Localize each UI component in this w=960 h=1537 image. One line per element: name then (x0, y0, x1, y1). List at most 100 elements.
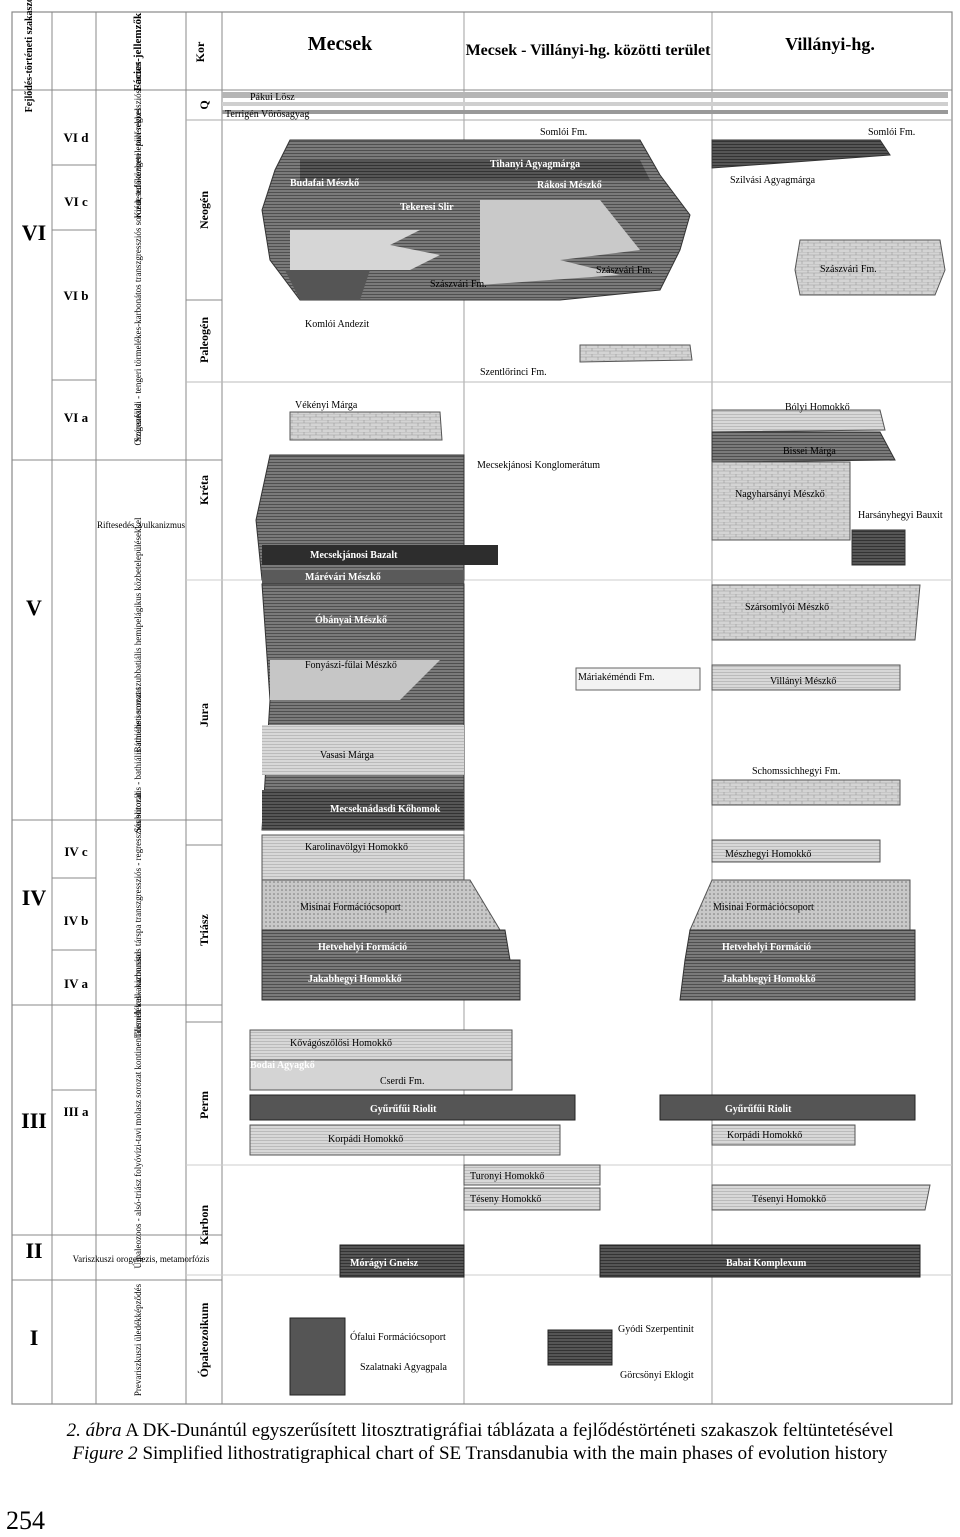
facies-label: Bathiális sorozat szubbatiális hemipelág… (133, 517, 143, 752)
subphase-column: VI d VI c VI b VI a IV c IV b IV a III a (64, 130, 90, 1119)
caption-hu-text: A DK-Dunántúl egyszerűsített litosztrati… (121, 1420, 894, 1441)
unit-label: Budafai Mészkő (290, 178, 359, 189)
age-label: Neogén (197, 191, 211, 229)
header-phase-label: Fejlődés-történeti szakaszok (24, 0, 35, 112)
age-label: Kréta (197, 475, 211, 505)
unit-label: Márévári Mészkő (305, 572, 381, 583)
table-header: Fejlődés-történeti szakaszok Fácies-jell… (24, 0, 875, 112)
unit-body (261, 959, 521, 1001)
header-mecsek: Mecsek (308, 33, 373, 55)
unit-label: Somlói Fm. (540, 127, 587, 138)
unit-label: Mecsekjánosi Konglomerátum (477, 460, 600, 471)
subphase-label: IV c (64, 844, 87, 859)
subphase-label: IV a (64, 976, 88, 991)
subphase-label: III a (64, 1104, 89, 1119)
phase-column: VI V IV III II I (21, 220, 47, 1350)
unit-body (463, 1164, 601, 1186)
age-label: Paleogén (197, 317, 211, 363)
unit-label: Komlói Andezit (305, 319, 369, 330)
unit-label: Ófalui Formációcsoport (350, 1331, 446, 1343)
header-facies-label: Fácies-jellemzők (132, 12, 144, 91)
unit-label: Karolinavölgyi Homokkő (305, 842, 408, 853)
unit-body (711, 584, 921, 641)
unit-label: Hetvehelyi Formáció (722, 942, 811, 953)
unit-label: Szászvári Fm. (820, 264, 877, 275)
unit-label: Babai Komplexum (726, 1258, 807, 1269)
unit-band (262, 545, 498, 565)
unit-body (262, 725, 464, 775)
unit-label: Misinai Formációcsoport (713, 902, 814, 913)
phase-label: V (26, 595, 42, 620)
unit-label: Tésenyi Homokkő (752, 1194, 826, 1205)
unit-label: Misinai Formációcsoport (300, 902, 401, 913)
unit-label: Fonyászi-fűlai Mészkő (305, 660, 397, 671)
facies-label: Variszkuszi orogenezis, metamorfózis (73, 1254, 210, 1264)
age-label: Triász (197, 913, 211, 945)
unit-label: Szilvási Agyagmárga (730, 175, 816, 186)
unit-band (222, 102, 948, 106)
unit-band (339, 1244, 465, 1278)
header-villany: Villányi-hg. (785, 34, 875, 54)
unit-label: Villányi Mészkő (770, 676, 836, 687)
subphase-label: IV b (64, 913, 89, 928)
unit-body (794, 239, 946, 296)
unit-label: Tihanyi Agyagmárga (490, 159, 580, 170)
unit-label: Gyűrűfűi Riolit (370, 1104, 437, 1115)
unit-body (249, 1094, 576, 1121)
phase-label: I (30, 1325, 39, 1350)
unit-label: Görcsönyi Eklogit (620, 1370, 694, 1381)
lithostratigraphic-chart: Fejlődés-történeti szakaszok Fácies-jell… (11, 0, 953, 1405)
unit-label: Szalatnaki Agyagpala (360, 1362, 447, 1373)
unit-band (222, 110, 948, 114)
chart-frame (11, 11, 953, 1405)
header-between: Mecsek - Villányi-hg. közötti terület (466, 42, 712, 59)
unit-label: Cserdi Fm. (380, 1076, 424, 1087)
phase-label: IV (22, 885, 47, 910)
unit-label: Mészhegyi Homokkő (725, 849, 811, 860)
unit-body (679, 959, 916, 1001)
unit-label: Vékényi Márga (295, 400, 358, 411)
facies-label: Törmelékes - karbonátos társpa transzgre… (133, 792, 143, 1038)
unit-label: Mecseknádasdi Kőhomok (330, 804, 441, 815)
unit-body (711, 664, 901, 691)
age-label: Q (197, 100, 211, 109)
unit-band (222, 92, 948, 98)
unit-label: Jakabhegyi Homokkő (722, 974, 816, 985)
figure-caption-hu: 2. ábra A DK-Dunántúl egyszerűsített lit… (0, 1420, 960, 1442)
unit-body (711, 409, 886, 433)
unit-body (289, 1317, 346, 1396)
unit-label: Terrigén Vörösagyag (225, 109, 309, 120)
unit-label: Óbányai Mészkő (315, 614, 387, 626)
unit-body (249, 1059, 513, 1091)
unit-label: Bissei Márga (783, 446, 836, 457)
age-label: Perm (197, 1091, 211, 1119)
unit-body (290, 230, 440, 270)
unit-body (711, 431, 896, 463)
age-label: Jura (197, 703, 211, 727)
unit-label: Pákui Lösz (250, 92, 295, 103)
age-column: Q Neogén Paleogén Kréta Jura Triász Perm… (197, 100, 211, 1377)
unit-label: Korpádi Homokkő (328, 1134, 403, 1145)
unit-label: Schomssichhegyi Fm. (752, 766, 840, 777)
facies-label: Kiédesedő tengeri - tavi regressziós sor… (133, 61, 143, 218)
facies-column: Kiédesedő tengeri - tavi regressziós sor… (73, 61, 210, 1396)
unit-label: Turonyi Homokkő (470, 1171, 544, 1182)
unit-label: Szársomlyói Mészkő (745, 602, 829, 613)
unit-body (711, 839, 881, 863)
age-label: Karbon (197, 1205, 211, 1245)
unit-label: Mórágyi Gneisz (350, 1258, 419, 1269)
unit-label: Téseny Homokkő (470, 1194, 541, 1205)
unit-label: Mecsekjánosi Bazalt (310, 550, 398, 561)
facies-label: Riftesedés, vulkanizmus (97, 520, 185, 530)
caption-en-prefix: Figure 2 (72, 1443, 138, 1464)
page-number: 254 (6, 1506, 45, 1535)
unit-band (262, 570, 464, 584)
unit-body (289, 411, 443, 441)
unit-body (285, 270, 370, 300)
unit-body (480, 200, 640, 285)
phase-label: VI (22, 220, 46, 245)
caption-en-text: Simplified lithostratigraphical chart of… (137, 1443, 888, 1464)
unit-body (711, 1124, 856, 1146)
unit-label: Gyűrűfűi Riolit (725, 1104, 792, 1115)
phase-label: III (21, 1108, 47, 1133)
